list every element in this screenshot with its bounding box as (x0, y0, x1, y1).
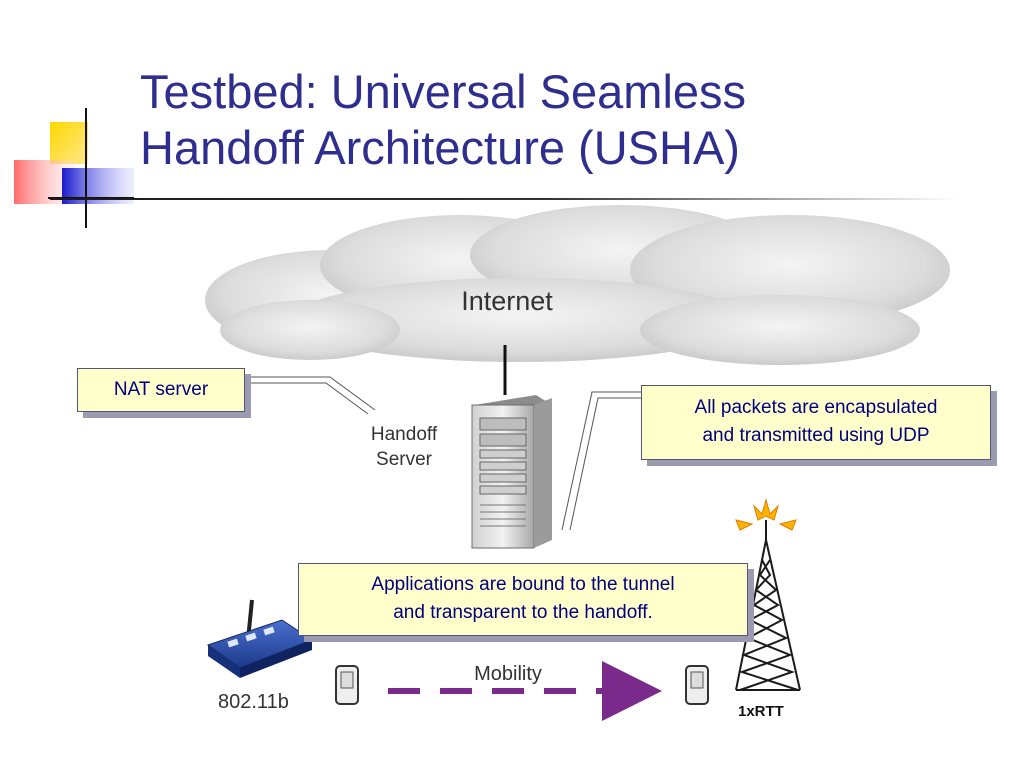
title-line-1: Testbed: Universal Seamless (140, 65, 747, 118)
udp-callout-leader (561, 391, 641, 531)
title-line-2: Handoff Architecture (USHA) (140, 121, 740, 174)
nat-callout-leader (245, 376, 376, 415)
cell-tower-icon (735, 520, 801, 691)
signal-burst-icon (735, 498, 797, 531)
server-label-line-2: Server (376, 449, 433, 470)
nat-callout-text: NAT server (113, 379, 209, 400)
mobile-device-left-icon (335, 665, 359, 705)
udp-callout-line-1: All packets are encapsulated (694, 397, 938, 418)
mobility-label: Mobility (474, 663, 542, 685)
app-callout-line-1: Applications are bound to the tunnel (371, 574, 675, 595)
app-callout-line-2: and transparent to the handoff. (393, 602, 653, 623)
server-label-line-1: Handoff (371, 424, 438, 445)
title-underline (50, 198, 960, 200)
nat-server-callout: NAT server (77, 368, 245, 412)
handoff-server-icon (471, 395, 552, 549)
udp-encapsulation-callout: All packets are encapsulated and transmi… (641, 385, 991, 460)
cell-label: 1xRTT (738, 703, 784, 720)
udp-callout-line-2: and transmitted using UDP (702, 425, 930, 446)
yellow-block (50, 122, 88, 164)
internet-cloud (205, 205, 950, 365)
slide-title: Testbed: Universal Seamless Handoff Arch… (140, 64, 1000, 176)
internet-label: Internet (461, 286, 553, 316)
wifi-label: 802.11b (218, 691, 289, 713)
application-tunnel-callout: Applications are bound to the tunnel and… (298, 563, 748, 636)
mobile-device-right-icon (685, 665, 709, 705)
wifi-router-icon (206, 599, 314, 678)
